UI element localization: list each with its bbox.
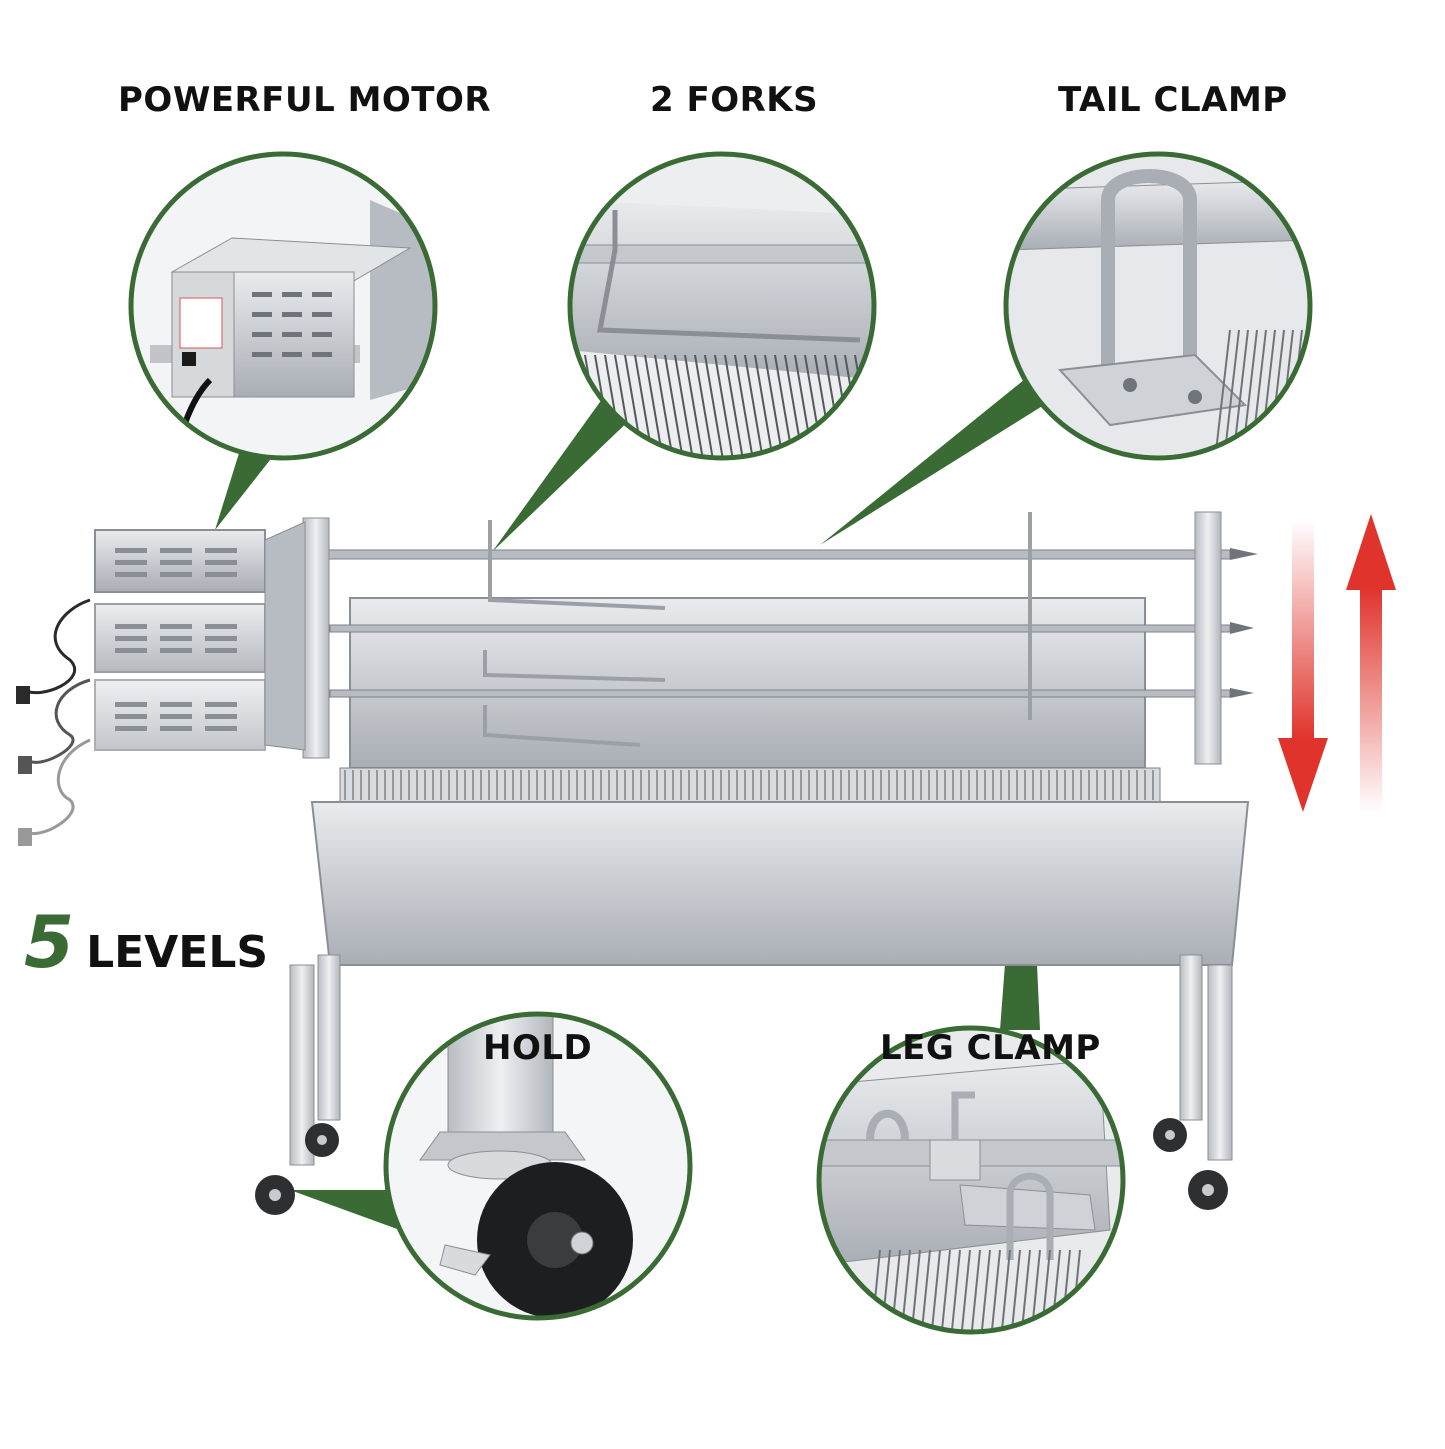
grate-bar [694, 354, 714, 458]
grate-bar [654, 354, 674, 458]
vent-slot [160, 624, 192, 629]
powerful-motor-label: POWERFUL MOTOR [118, 80, 492, 120]
grate-bar [951, 1249, 961, 1331]
grate-bar [981, 1249, 991, 1331]
caster-wheel-detail-circle [383, 1011, 693, 1321]
vent-slot [115, 648, 147, 653]
leg-clamp-detail-circle [816, 1025, 1126, 1335]
tail-clamp-detail-circle [1003, 151, 1313, 461]
levels-number: 5 [24, 900, 75, 984]
vent-slot [160, 702, 192, 707]
vent-slot [115, 560, 147, 565]
rotisserie-grill [255, 511, 1258, 1215]
vent-slot [205, 714, 237, 719]
vent-slot [205, 560, 237, 565]
forks-detail-circle [567, 151, 877, 461]
power-plug-icon [16, 598, 91, 846]
grate-bar [941, 1249, 951, 1331]
grate-bar [921, 1249, 931, 1331]
two-forks-label: 2 FORKS [650, 80, 819, 120]
grate-bar [744, 354, 764, 458]
vent-slot [160, 648, 192, 653]
grate-bar [971, 1249, 981, 1331]
grate-bar [1021, 1249, 1031, 1331]
grate-bar [1001, 1249, 1011, 1331]
vent-slot [115, 572, 147, 577]
grate-bar [754, 354, 774, 458]
vent-slot [160, 726, 192, 731]
grate-bar [734, 354, 754, 458]
grate-bar [674, 354, 694, 458]
vent-slot [115, 714, 147, 719]
vent-slot [160, 548, 192, 553]
up-down-arrows-icon [1278, 514, 1396, 813]
grate-bar [911, 1249, 921, 1331]
vent-slot [205, 636, 237, 641]
grate-bar [864, 354, 874, 458]
grate-bar [1011, 1249, 1021, 1331]
vent-slot [205, 624, 237, 629]
vent-slot [115, 702, 147, 707]
hold-label: HOLD [483, 1028, 593, 1068]
grate-bar [724, 354, 744, 458]
motor-detail-circle [128, 151, 438, 461]
tail-clamp-label: TAIL CLAMP [1058, 80, 1288, 120]
vent-slot [205, 726, 237, 731]
grate-bar [931, 1249, 941, 1331]
grate-bar [664, 354, 684, 458]
grate-bar [991, 1249, 1001, 1331]
motor-stack [94, 521, 306, 751]
vent-slot [205, 548, 237, 553]
levels-word: LEVELS [86, 927, 269, 978]
vent-slot [115, 548, 147, 553]
vent-slot [160, 636, 192, 641]
grate-bar [1223, 329, 1240, 458]
grate-bar [714, 354, 734, 458]
grate-bar [1214, 329, 1231, 458]
grate-bar [684, 354, 704, 458]
leg-clamp-label: LEG CLAMP [880, 1028, 1101, 1068]
grate-bar [961, 1249, 971, 1331]
grate-bar [764, 354, 784, 458]
vent-slot [115, 624, 147, 629]
vent-slot [160, 572, 192, 577]
vent-slot [205, 702, 237, 707]
vent-slot [160, 714, 192, 719]
vent-slot [205, 648, 237, 653]
vent-slot [115, 636, 147, 641]
grate-bar [704, 354, 724, 458]
vent-slot [160, 560, 192, 565]
vent-slot [115, 726, 147, 731]
vent-slot [205, 572, 237, 577]
